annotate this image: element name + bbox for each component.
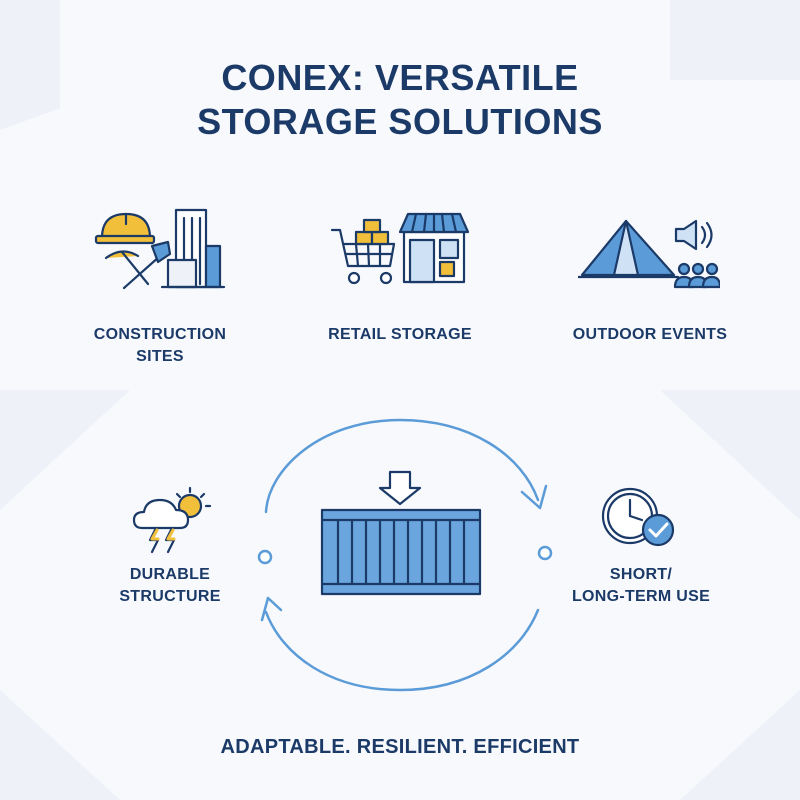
weather-storm-icon — [132, 486, 212, 554]
arrowhead-right — [520, 484, 548, 510]
use-label-outdoor-events: OUTDOOR EVENTS — [550, 324, 750, 346]
background-shape — [670, 0, 800, 80]
shipping-container-icon — [320, 470, 482, 596]
clock-check-icon — [601, 487, 675, 547]
feature-label-line-2: STRUCTURE — [119, 588, 221, 605]
use-label-construction: CONSTRUCTION SITES — [60, 324, 260, 368]
use-label-line-2: SITES — [136, 348, 184, 365]
cycle-node-left — [257, 549, 273, 565]
cycle-arrow-bottom — [264, 608, 540, 692]
use-label-line-1: RETAIL STORAGE — [328, 326, 472, 343]
retail-store-icon — [330, 212, 470, 285]
title-line-2: STORAGE SOLUTIONS — [197, 101, 603, 142]
use-label-line-1: OUTDOOR EVENTS — [572, 326, 728, 343]
feature-label-line-1: DURABLE — [129, 566, 211, 583]
outdoor-events-icon — [578, 219, 720, 289]
tagline: ADAPTABLE. RESILIENT. EFFICIENT — [220, 736, 580, 758]
use-label-line-1: CONSTRUCTION — [93, 326, 227, 343]
feature-label-line-1: SHORT/ — [609, 566, 673, 583]
feature-label-short-long-term: SHORT/ LONG-TERM USE — [556, 564, 726, 608]
cycle-arrow-top — [264, 418, 540, 514]
page-title: CONEX: VERSATILE STORAGE SOLUTIONS — [0, 56, 800, 144]
feature-label-durable: DURABLE STRUCTURE — [90, 564, 250, 608]
construction-icon — [94, 208, 226, 290]
title-line-1: CONEX: VERSATILE — [221, 57, 579, 98]
cycle-node-right — [537, 545, 553, 561]
use-label-retail: RETAIL STORAGE — [300, 324, 500, 346]
feature-label-line-2: LONG-TERM USE — [571, 588, 711, 605]
arrowhead-left — [260, 596, 283, 622]
